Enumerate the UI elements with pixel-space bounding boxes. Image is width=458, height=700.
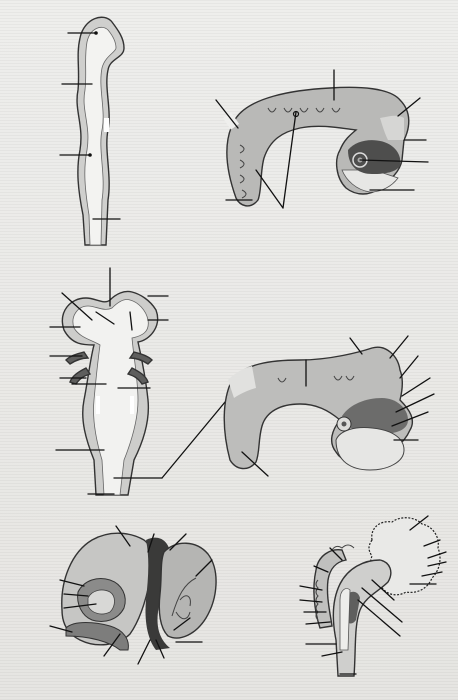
leader-6j	[299, 599, 323, 603]
leader-2e	[359, 159, 429, 163]
brain-inner-fold	[87, 589, 115, 615]
branch-left-upper	[65, 351, 90, 365]
embryo-stem-light	[339, 588, 351, 651]
leader-6c	[427, 551, 447, 559]
leader-6i	[299, 585, 323, 591]
branched-white-mark-left	[96, 396, 100, 414]
leader-6e	[421, 571, 443, 577]
leader-5g	[63, 603, 97, 609]
leader-6p	[361, 587, 403, 623]
leader-4d	[399, 355, 419, 379]
leader-6q	[357, 599, 401, 637]
leader-6g	[329, 547, 343, 561]
brain-arbor-3	[175, 611, 191, 620]
leader-2c	[397, 97, 421, 117]
leader-dot-1a	[94, 31, 98, 35]
leader-5f	[63, 593, 89, 597]
leader-4b	[349, 337, 363, 355]
leader-4c	[389, 335, 409, 359]
leader-2b	[215, 99, 239, 129]
leader-4i	[241, 451, 269, 477]
leader-6d	[427, 561, 447, 567]
vesicle-cup-7	[239, 159, 245, 169]
leader-6n	[321, 651, 343, 657]
leader-2i	[255, 169, 284, 209]
leader-6b	[423, 539, 441, 547]
vesicle-light-region-a	[380, 115, 404, 140]
sulcus-marker	[104, 118, 109, 132]
branched-tube-panel	[49, 267, 241, 496]
five-vesicle-cup-1	[277, 377, 287, 383]
embryo-bump-top	[331, 544, 355, 551]
vesicle-cup-5	[331, 107, 341, 113]
five-vesicle-panel	[223, 335, 435, 477]
leader-3g	[129, 311, 133, 331]
leader-2h	[282, 111, 297, 209]
vesicle-dark-region	[348, 140, 401, 174]
leader-5i	[103, 633, 121, 657]
leader-4f	[395, 393, 435, 413]
leader-5j	[137, 639, 151, 665]
leader-6a	[409, 515, 429, 531]
embryo-bumps-left	[315, 579, 319, 621]
three-vesicle-panel	[215, 69, 429, 209]
leader-3f	[95, 311, 115, 325]
leader-4e	[401, 377, 431, 397]
adult-brain-panel	[49, 525, 217, 665]
leader-dot-1c	[88, 153, 92, 157]
leader-5h	[49, 625, 73, 633]
leader-6l	[305, 621, 331, 625]
brain-arbor-2	[179, 595, 191, 607]
embryo-brain-panel	[299, 515, 447, 677]
leader-6h	[313, 565, 329, 573]
neural-tube-early-panel	[59, 16, 125, 246]
leader-4g	[391, 411, 429, 427]
five-vesicle-pale-lobe	[335, 427, 405, 471]
branch-right-upper	[128, 351, 153, 365]
leader-5d	[195, 559, 213, 577]
five-vesicle-eye-core	[341, 421, 347, 427]
vesicle-cup-9	[241, 189, 247, 199]
leader-5e	[59, 579, 85, 587]
five-vesicle-dark-lobe	[342, 398, 408, 434]
leader-5m	[173, 617, 191, 631]
five-vesicle-cup-2	[333, 375, 343, 381]
brain-cerebellum	[158, 542, 217, 639]
branched-white-mark-right	[130, 396, 134, 414]
vesicle-cup-3	[299, 107, 309, 113]
leader-6o	[371, 579, 395, 601]
branched-tube-lumen	[72, 299, 149, 496]
vesicle-cup-1	[267, 107, 277, 113]
vesicle-cup-2	[283, 107, 293, 113]
leader-5k	[155, 639, 165, 659]
branch-right-lower	[126, 367, 149, 385]
five-vesicle-cup-3	[345, 375, 355, 381]
vesicle-cup-8	[239, 174, 245, 184]
neural-tube-lumen	[83, 26, 117, 246]
vesicle-cup-4	[315, 107, 325, 113]
leader-5b	[147, 533, 155, 553]
vesicle-cup-6	[239, 144, 245, 154]
brain-arbor-1	[171, 577, 197, 617]
leader-3b	[61, 292, 93, 321]
leader-dot-2h	[292, 110, 300, 118]
vesicle-light-region-b	[341, 169, 399, 193]
leader-5c	[169, 533, 187, 551]
five-vesicle-light-band	[228, 366, 256, 398]
leader-5a	[115, 525, 131, 547]
